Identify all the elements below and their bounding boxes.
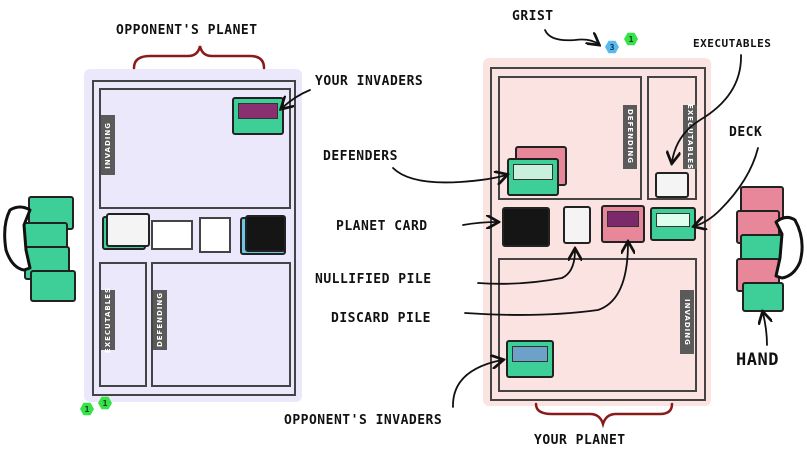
executable-card[interactable] xyxy=(655,172,689,198)
opponent-deck-card xyxy=(106,213,150,247)
opponent-planet-card-face xyxy=(245,215,286,252)
nullified-pile-label: NULLIFIED PILE xyxy=(315,272,432,287)
player-planet-card xyxy=(502,207,550,247)
opponent-nullified-slot xyxy=(199,217,231,253)
player-invading-tab: INVADING xyxy=(680,290,694,354)
hand-label: HAND xyxy=(736,350,779,370)
your-invaders-label: YOUR INVADERS xyxy=(315,74,424,89)
defenders-label: DEFENDERS xyxy=(323,149,398,164)
grist-label: GRIST xyxy=(512,9,554,24)
opponent-hand-card xyxy=(30,270,76,302)
opponent-invading-tab: INVADING xyxy=(101,115,115,175)
your-planet-label: YOUR PLANET xyxy=(534,433,626,448)
opponent-discard-slot xyxy=(151,220,193,250)
opponents-planet-label: OPPONENT'S PLANET xyxy=(116,23,258,38)
opponent-defending-tab: DEFENDING xyxy=(153,290,167,350)
opponents-invaders-label: OPPONENT'S INVADERS xyxy=(284,413,443,428)
opponent-counter: 1 xyxy=(98,396,112,410)
player-defending-zone xyxy=(498,76,642,200)
opponent-invading-zone xyxy=(99,88,291,209)
player-invading-zone xyxy=(498,258,697,392)
opponent-executables-tab: EXECUTABLES xyxy=(101,287,115,353)
executables-label: EXECUTABLES xyxy=(693,37,772,50)
grist-counter-green: 1 xyxy=(624,32,638,46)
defender-card[interactable] xyxy=(507,158,559,196)
opponent-counter: 1 xyxy=(80,402,94,416)
opponent-executables-zone xyxy=(99,262,147,387)
nullified-pile-card xyxy=(563,206,591,244)
deck-label: DECK xyxy=(729,125,763,140)
planet-card-label: PLANET CARD xyxy=(336,219,428,234)
player-defending-tab: DEFENDING xyxy=(623,105,637,169)
hand-card[interactable] xyxy=(742,282,784,312)
opponent-board-frame xyxy=(92,80,296,396)
opponent-invader-card[interactable] xyxy=(506,340,554,378)
your-invader-card[interactable] xyxy=(232,97,284,135)
player-board-frame xyxy=(490,67,706,401)
grist-counter-blue: 3 xyxy=(605,40,619,54)
player-executables-tab: EXECUTABLES xyxy=(683,104,697,170)
opponent-defending-zone xyxy=(151,262,291,387)
discard-pile-label: DISCARD PILE xyxy=(331,311,431,326)
